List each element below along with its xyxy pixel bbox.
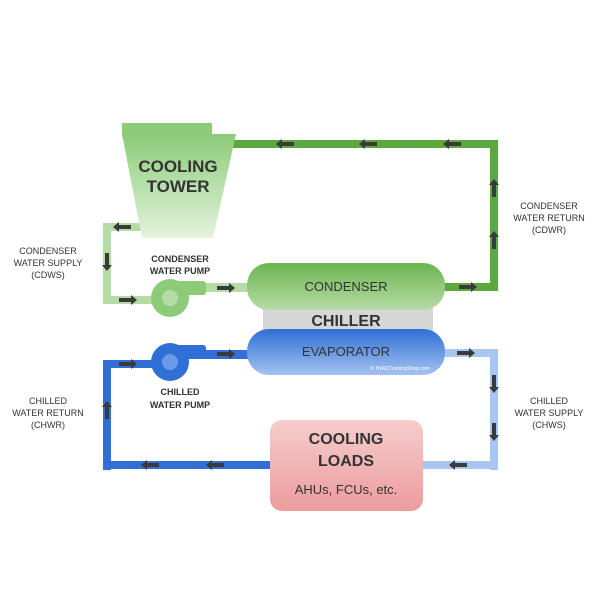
chwr-line-3: (CHWR) (31, 420, 65, 430)
flow-arrow-icon (489, 423, 499, 441)
flow-arrow-icon (119, 295, 137, 305)
evaporator-label: EVAPORATOR (302, 344, 390, 359)
cooling-tower: COOLING TOWER (122, 123, 236, 238)
cooling-loads-sub: AHUs, FCUs, etc. (295, 482, 398, 497)
cdwr-label: CONDENSER WATER RETURN (CDWR) (513, 201, 585, 235)
cooling-tower-label-1: COOLING (138, 157, 217, 176)
flow-arrow-icon (217, 349, 235, 359)
chwr-label: CHILLED WATER RETURN (CHWR) (12, 396, 84, 430)
flow-arrow-icon (443, 139, 461, 149)
flow-arrow-icon (489, 179, 499, 197)
chws-line-1: CHILLED (530, 396, 569, 406)
flow-arrow-icon (141, 460, 159, 470)
condenser (247, 263, 445, 310)
cooling-loads-label-1: COOLING (309, 431, 384, 448)
flow-arrow-icon (489, 375, 499, 393)
cdwr-line-3: (CDWR) (532, 225, 566, 235)
chwr-line-1: CHILLED (29, 396, 68, 406)
chwr-line-2: WATER RETURN (12, 408, 84, 418)
flow-arrow-icon (449, 460, 467, 470)
condenser-pump-label-2: WATER PUMP (150, 266, 210, 276)
chiller-label: CHILLER (311, 313, 381, 330)
evaporator (247, 329, 445, 375)
chilled-pump-label-1: CHILLED (161, 387, 200, 397)
flow-arrow-icon (206, 460, 224, 470)
cdws-label: CONDENSER WATER SUPPLY (CDWS) (14, 246, 83, 280)
cdwr-line-2: WATER RETURN (513, 213, 585, 223)
flow-arrow-icon (359, 139, 377, 149)
flow-arrow-icon (119, 359, 137, 369)
condenser-water-pump (151, 279, 206, 317)
chilled-water-pump (151, 343, 206, 381)
flow-arrow-icon (459, 282, 477, 292)
chiller-body (263, 306, 433, 332)
chilled-pump-label-2: WATER PUMP (150, 400, 210, 410)
cdws-line-2: WATER SUPPLY (14, 258, 83, 268)
flow-arrow-icon (113, 222, 131, 232)
copyright-text: © HVACTrainingShop.com (371, 365, 430, 372)
chws-line-3: (CHWS) (532, 420, 566, 430)
cooling-tower-label-2: TOWER (147, 177, 210, 196)
cdwr-line-1: CONDENSER (520, 201, 578, 211)
flow-arrow-icon (102, 401, 112, 419)
chws-label: CHILLED WATER SUPPLY (CHWS) (515, 396, 584, 430)
condenser-label: CONDENSER (304, 279, 387, 294)
cdws-line-1: CONDENSER (19, 246, 77, 256)
cdws-line-3: (CDWS) (31, 270, 65, 280)
flow-arrow-icon (217, 283, 235, 293)
cooling-loads (270, 420, 423, 511)
flow-arrows (102, 139, 499, 470)
flow-arrow-icon (457, 348, 475, 358)
flow-arrow-icon (489, 231, 499, 249)
chws-line-2: WATER SUPPLY (515, 408, 584, 418)
flow-arrow-icon (276, 139, 294, 149)
cooling-loads-label-2: LOADS (318, 453, 374, 470)
flow-arrow-icon (102, 253, 112, 271)
condenser-pump-label-1: CONDENSER (151, 254, 209, 264)
